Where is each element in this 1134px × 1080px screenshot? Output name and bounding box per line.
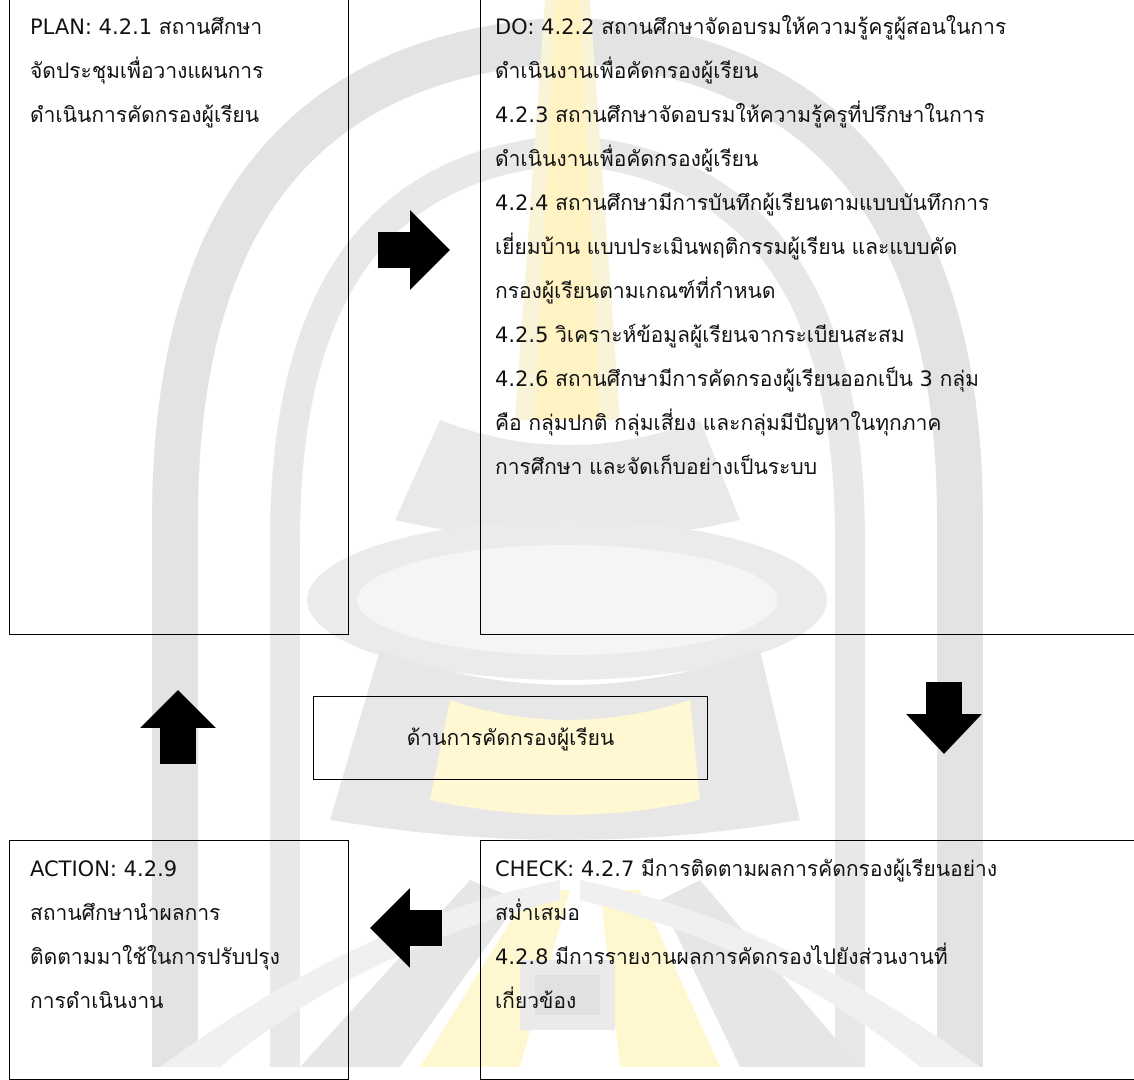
do-box: DO: 4.2.2 สถานศึกษาจัดอบรมให้ความรู้ครูผ… [480,0,1134,635]
action-line: ติดตามมาใช้ในการปรับปรุง [30,945,280,969]
check-line: CHECK: 4.2.7 มีการติดตามผลการคัดกรองผู้เ… [495,857,998,881]
center-topic-box: ด้านการคัดกรองผู้เรียน [313,696,708,780]
plan-line: จัดประชุมเพื่อวางแผนการ [30,59,264,83]
do-line: คือ กลุ่มปกติ กลุ่มเสี่ยง และกลุ่มมีปัญห… [495,411,942,435]
check-line: เกี่ยวข้อง [495,989,577,1013]
check-line: 4.2.8 มีการรายงานผลการคัดกรองไปยังส่วนงา… [495,945,948,969]
do-line: กรองผู้เรียนตามเกณฑ์ที่กำหนด [495,279,776,303]
action-line: สถานศึกษานำผลการ [30,901,221,925]
do-line: ดำเนินงานเพื่อคัดกรองผู้เรียน [495,59,759,83]
center-topic-label: ด้านการคัดกรองผู้เรียน [406,725,615,750]
arrow-right-icon [378,210,450,290]
do-line: 4.2.5 วิเคราะห์ข้อมูลผู้เรียนจากระเบียนส… [495,323,905,347]
do-line: 4.2.6 สถานศึกษามีการคัดกรองผู้เรียนออกเป… [495,367,980,391]
plan-line: ดำเนินการคัดกรองผู้เรียน [30,103,260,127]
do-line: 4.2.3 สถานศึกษาจัดอบรมให้ความรู้ครูที่ปร… [495,103,985,127]
do-line: เยี่ยมบ้าน แบบประเมินพฤติกรรมผู้เรียน แล… [495,235,958,259]
do-line: DO: 4.2.2 สถานศึกษาจัดอบรมให้ความรู้ครูผ… [495,15,1007,39]
do-line: 4.2.4 สถานศึกษามีการบันทึกผู้เรียนตามแบบ… [495,191,990,215]
check-box: CHECK: 4.2.7 มีการติดตามผลการคัดกรองผู้เ… [480,840,1134,1080]
arrow-left-icon [370,888,442,968]
do-line: การศึกษา และจัดเก็บอย่างเป็นระบบ [495,455,818,479]
action-box: ACTION: 4.2.9 สถานศึกษานำผลการ ติดตามมาใ… [9,840,349,1080]
action-line: การดำเนินงาน [30,989,164,1013]
do-line: ดำเนินงานเพื่อคัดกรองผู้เรียน [495,147,759,171]
plan-box: PLAN: 4.2.1 สถานศึกษา จัดประชุมเพื่อวางแ… [9,0,349,635]
check-line: สม่ำเสมอ [495,901,580,925]
arrow-down-icon [906,682,982,754]
arrow-up-icon [140,690,216,764]
plan-line: PLAN: 4.2.1 สถานศึกษา [30,15,263,39]
action-line: ACTION: 4.2.9 [30,857,178,881]
